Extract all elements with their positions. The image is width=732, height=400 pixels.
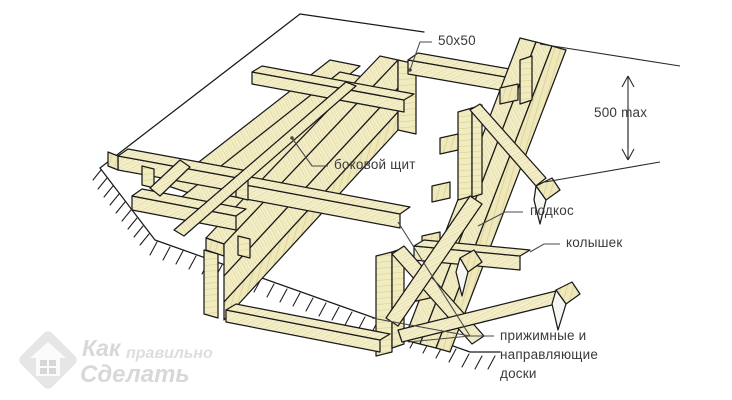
brace-diagonal-cross	[385, 195, 483, 327]
leader-brace	[477, 211, 523, 227]
leader-boards-b	[397, 221, 471, 337]
leader-boards-d	[407, 335, 471, 343]
brace-upper	[469, 103, 547, 187]
label-beam-size: 50x50	[438, 33, 476, 48]
label-boards-line1: прижимные и	[500, 328, 587, 343]
ground-line-hatched	[99, 167, 501, 353]
watermark-logo: Как правильно Сделать	[19, 331, 213, 389]
watermark-word1: Как	[82, 335, 122, 361]
label-boards-line3: доски	[500, 366, 537, 381]
tie-board-mid	[229, 174, 411, 229]
ground-hatching	[92, 169, 496, 370]
watermark-word2: правильно	[126, 345, 213, 362]
house-diamond-icon	[19, 331, 77, 389]
guide-board-far	[173, 81, 357, 237]
label-brace: подкос	[530, 203, 574, 218]
base-board-left	[203, 249, 219, 319]
base-board-near	[225, 303, 391, 353]
leader-side-panel	[291, 137, 328, 167]
tie-board-upper	[251, 65, 415, 113]
label-side-panel: боковой щит	[334, 157, 416, 172]
dimension-500-max	[539, 43, 681, 183]
dim-ext-upper	[539, 43, 681, 67]
watermark-word3: Сделать	[80, 361, 190, 388]
leader-lines	[290, 41, 560, 343]
leader-boards-c	[371, 317, 471, 337]
far-brace-left	[149, 159, 191, 197]
dim-arrow-down	[621, 148, 635, 161]
dim-arrow-up	[621, 75, 635, 88]
label-boards-line2: направляющие	[500, 347, 599, 362]
label-stake: колышек	[566, 235, 623, 250]
stake-right-upper	[533, 177, 561, 225]
dim-ext-lower	[544, 161, 661, 183]
label-dimension-500-max: 500 max	[594, 105, 648, 120]
stake-right-lower	[551, 281, 581, 331]
leader-50x50	[409, 41, 432, 71]
leader-stake	[529, 243, 560, 253]
stake-near-bottom	[455, 249, 483, 297]
